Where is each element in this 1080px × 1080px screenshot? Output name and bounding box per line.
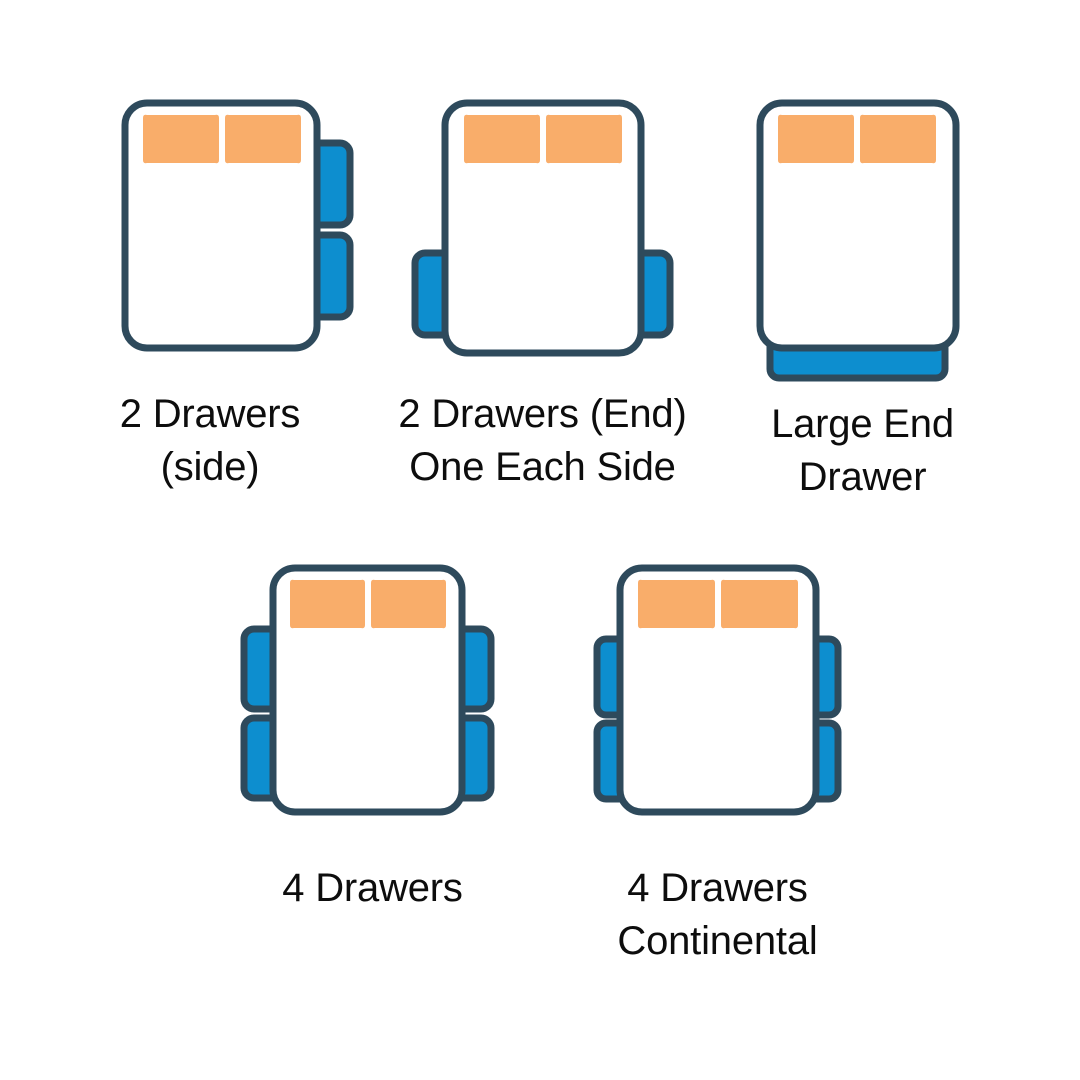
pillow-left bbox=[464, 114, 540, 164]
bed-two-drawers-side-icon bbox=[121, 99, 354, 352]
pillow-left bbox=[290, 579, 365, 629]
bed-two-drawers-end-icon bbox=[411, 99, 674, 357]
pillow-right bbox=[721, 579, 798, 629]
pillow-group bbox=[290, 579, 446, 629]
pillow-group bbox=[638, 579, 798, 629]
pillow-group bbox=[464, 114, 622, 164]
bed-four-drawers-icon bbox=[240, 564, 495, 816]
pillow-group bbox=[778, 114, 936, 164]
option-card-four-drawers-continental[interactable] bbox=[585, 555, 850, 825]
option-card-large-end-drawer[interactable] bbox=[750, 85, 970, 385]
mattress-outline bbox=[441, 99, 645, 357]
bed-large-end-drawer-icon bbox=[756, 99, 960, 382]
option-label-two-drawers-side: 2 Drawers (side) bbox=[119, 392, 301, 490]
mattress-outline bbox=[616, 564, 820, 816]
pillow-left bbox=[778, 114, 854, 164]
mattress-outline bbox=[121, 99, 321, 352]
option-card-two-drawers-end[interactable] bbox=[405, 90, 680, 365]
pillow-group bbox=[143, 114, 301, 164]
mattress-outline bbox=[269, 564, 466, 816]
bed-four-drawers-continental-icon bbox=[593, 564, 842, 816]
pillow-right bbox=[546, 114, 622, 164]
option-label-two-drawers-end: 2 Drawers (End) One Each Side bbox=[398, 392, 687, 490]
mattress-outline bbox=[756, 99, 960, 352]
pillow-right bbox=[860, 114, 936, 164]
option-card-four-drawers[interactable] bbox=[235, 555, 500, 825]
option-card-two-drawers-side[interactable] bbox=[110, 90, 360, 365]
pillow-right bbox=[371, 579, 446, 629]
pillow-left bbox=[638, 579, 715, 629]
option-label-large-end-drawer: Large End Drawer bbox=[771, 402, 954, 500]
option-label-four-drawers-continental: 4 Drawers Continental bbox=[617, 866, 818, 964]
pillow-right bbox=[225, 114, 301, 164]
option-label-four-drawers: 4 Drawers bbox=[282, 866, 463, 910]
pillow-left bbox=[143, 114, 219, 164]
